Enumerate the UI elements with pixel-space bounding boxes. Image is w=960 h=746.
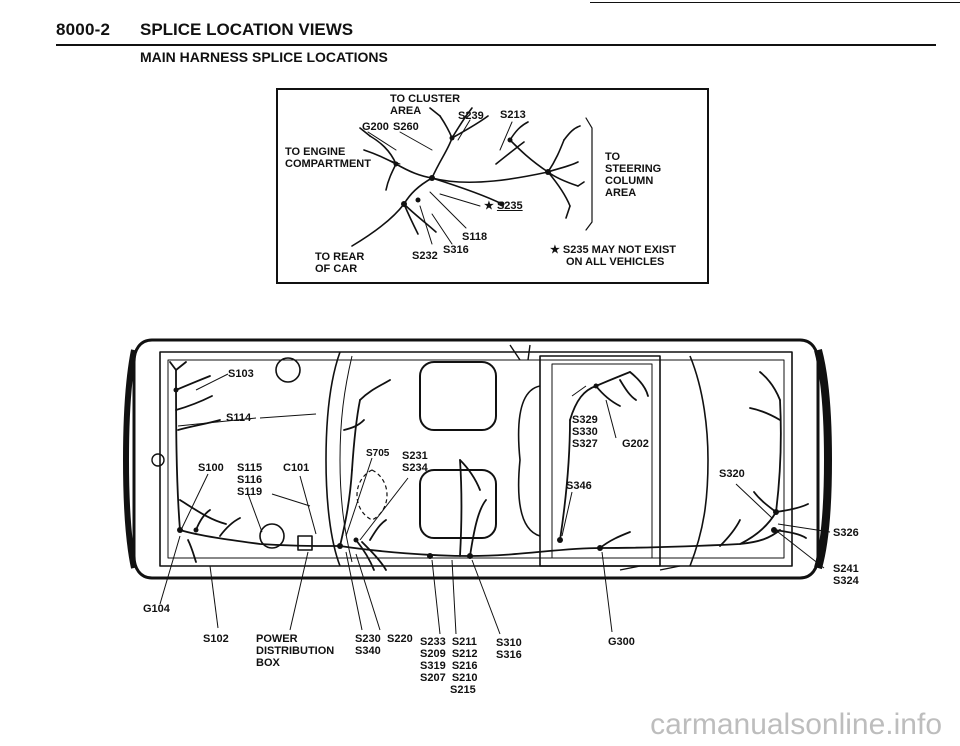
label-splice-group-center: S233 S211 S209 S212 S319 S216 S207 S210 … [420, 636, 478, 696]
label-s260: S260 [393, 121, 419, 133]
label-s235: ★ S235 [484, 200, 523, 212]
label-g200: G200 [362, 121, 389, 133]
label-s103: S103 [228, 368, 254, 380]
label-s326: S326 [833, 527, 859, 539]
star-icon: ★ [484, 200, 494, 212]
label-s239: S239 [458, 110, 484, 122]
label-s705: S705 [366, 448, 390, 459]
label-s346: S346 [566, 480, 592, 492]
label-s220: S220 [387, 633, 413, 645]
car-splice-dots [173, 383, 779, 559]
label-s232: S232 [412, 250, 438, 262]
label-s241-s324: S241 S324 [833, 563, 859, 587]
watermark: carmanualsonline.info [650, 708, 942, 741]
label-s316-inset: S316 [443, 244, 469, 256]
label-to-engine-compartment: TO ENGINE COMPARTMENT [285, 146, 371, 170]
label-s230-s340: S230 S340 [355, 633, 381, 657]
label-s231-s234: S231 S234 [402, 450, 428, 474]
label-s310-s316: S310 S316 [496, 637, 522, 661]
label-to-cluster-area: TO CLUSTER AREA [390, 93, 461, 117]
label-s213: S213 [500, 109, 526, 121]
label-s102: S102 [203, 633, 229, 645]
header-rule [56, 44, 936, 46]
label-s329-s330-s327: S329 S330 S327 [572, 414, 598, 450]
label-s114: S114 [226, 412, 252, 424]
car-harness-wiring [169, 361, 809, 571]
page-subtitle: MAIN HARNESS SPLICE LOCATIONS [140, 49, 388, 65]
label-g104: G104 [143, 603, 170, 615]
label-g202: G202 [622, 438, 649, 450]
car-leader-lines [159, 373, 831, 635]
label-s118: S118 [462, 231, 488, 243]
label-g300: G300 [608, 636, 635, 648]
note-s235-may-not-exist: ★ S235 MAY NOT EXIST ON ALL VEHICLES [550, 244, 677, 268]
inset-harness-detail [276, 88, 709, 284]
label-to-steering-column-area: TO STEERING COLUMN AREA [605, 151, 662, 199]
label-to-rear-of-car: TO REAR OF CAR [315, 251, 365, 275]
inset-splice-dots [393, 135, 551, 207]
label-s320: S320 [719, 468, 745, 480]
label-s100: S100 [198, 462, 224, 474]
label-c101: C101 [283, 462, 310, 474]
car-body-outline [123, 338, 832, 580]
label-s115-s116-s119: S115 S116 S119 [237, 462, 263, 498]
page-title: SPLICE LOCATION VIEWS [140, 20, 354, 39]
top-edge-rule [590, 2, 960, 3]
label-power-distribution-box: POWER DISTRIBUTION BOX [256, 633, 335, 669]
page-number: 8000-2 [56, 20, 111, 39]
inset-harness-lines [351, 107, 593, 247]
